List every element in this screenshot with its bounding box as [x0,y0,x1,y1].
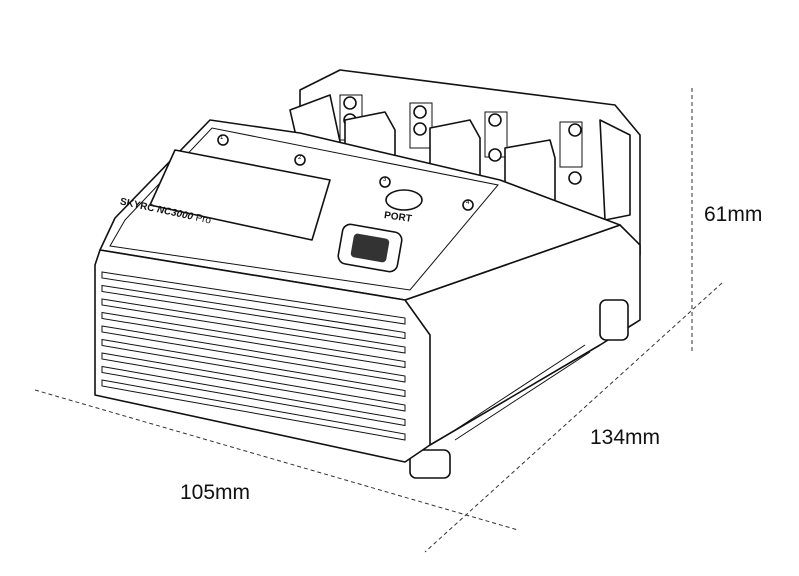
slot-number-markers [217,134,474,211]
depth-dimension-line [424,282,723,553]
scroll-wheel-knob [350,233,390,263]
grille-slat [101,311,406,369]
width-dimension: 105mm [180,481,251,504]
side-vents [454,344,591,441]
grille-slat [101,298,406,354]
slot-number-3: 3 [383,177,387,183]
grille-slat [101,325,406,383]
grille-slat [101,365,406,427]
grille-slat [101,352,406,412]
slot-number-2: 2 [298,155,302,161]
grille-slat [101,379,406,441]
port-button[interactable] [385,189,423,211]
front-grille [101,271,406,441]
display-screen [0,0,1,1]
depth-dimension: 134mm [590,426,661,449]
slot-number-1: 1 [220,135,224,141]
slot-number-4: 4 [466,200,470,206]
height-dimension: 61mm [704,203,763,226]
display-screen [149,149,331,241]
grille-slat [101,271,406,325]
grille-slat [101,284,406,340]
grille-slat [101,338,406,398]
